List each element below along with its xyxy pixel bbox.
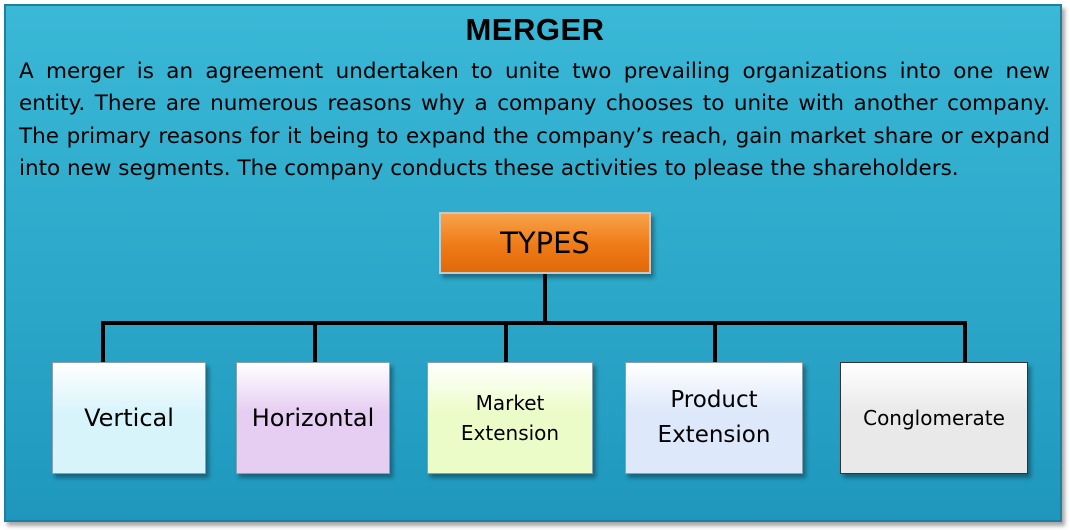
type-node-vertical: Vertical	[52, 362, 206, 474]
merger-description: A merger is an agreement undertaken to u…	[19, 59, 1050, 182]
types-root-node: TYPES	[439, 212, 651, 274]
type-label-market-extension: Market Extension	[460, 391, 560, 445]
type-node-product-extension: Product Extension	[625, 362, 803, 474]
type-node-market-extension: Market Extension	[427, 362, 593, 474]
type-label-horizontal: Horizontal	[251, 404, 375, 432]
types-root-label: TYPES	[500, 226, 590, 260]
type-label-conglomerate: Conglomerate	[863, 406, 1005, 430]
type-label-vertical: Vertical	[84, 404, 174, 432]
type-label-product-extension: Product Extension	[657, 387, 771, 448]
type-node-conglomerate: Conglomerate	[840, 362, 1028, 474]
type-node-horizontal: Horizontal	[236, 362, 390, 474]
diagram-title: MERGER	[465, 12, 605, 47]
